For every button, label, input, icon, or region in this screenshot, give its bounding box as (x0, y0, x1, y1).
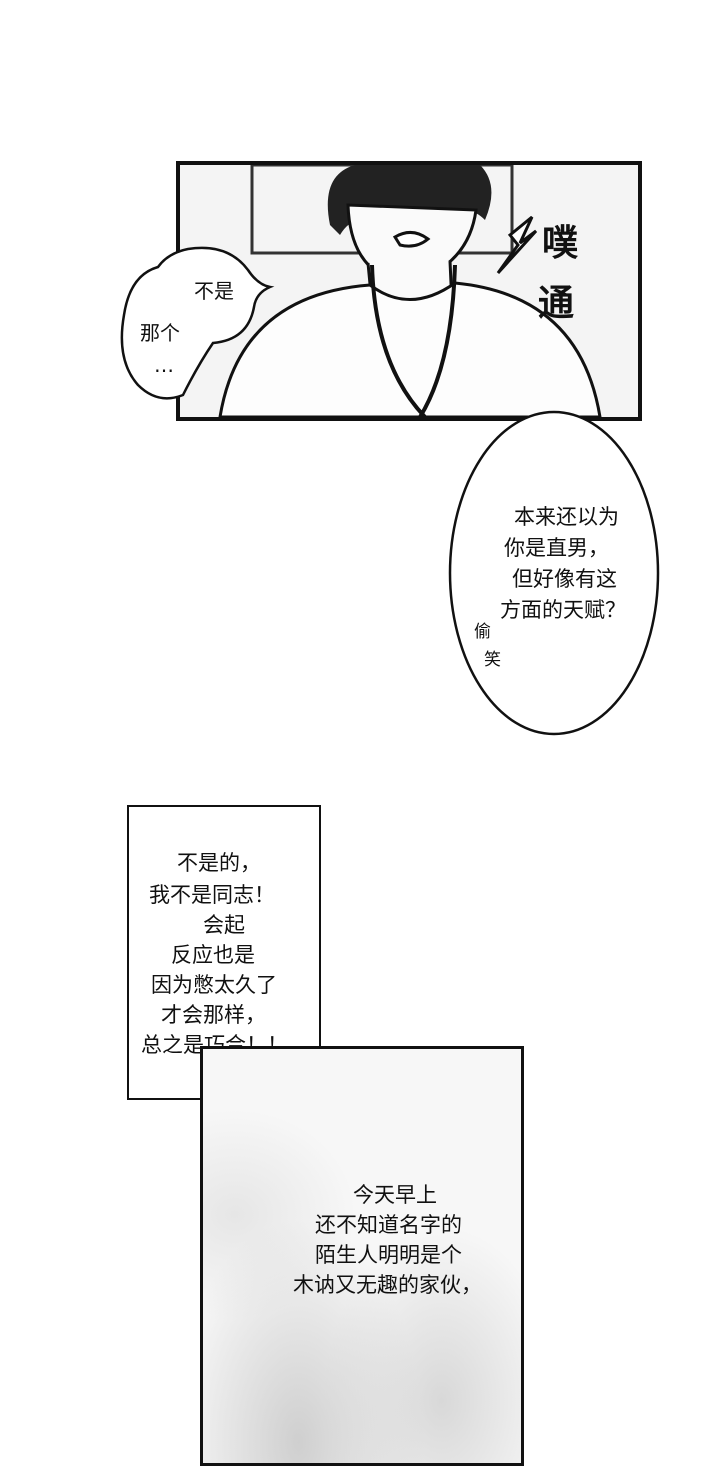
narration-line-1: 今天早上 (353, 1183, 437, 1207)
oval-line-3: 但好像有这 (512, 567, 617, 591)
oval-line-2: 你是直男， (504, 536, 609, 560)
narration-line-3: 陌生人明明是个 (315, 1243, 462, 1267)
sfx-char-2: 通 (538, 283, 575, 324)
speech-line-3: … (154, 353, 174, 377)
side-sfx-1: 偷 (474, 622, 491, 642)
caption-line-2: 我不是同志！ (149, 883, 275, 907)
speech-bubble-oval: 本来还以为 你是直男， 但好像有这 方面的天赋？ 偷 笑 (448, 410, 660, 736)
caption-line-3: 会起 (203, 913, 245, 937)
manga-panel-bottom: 今天早上 还不知道名字的 陌生人明明是个 木讷又无趣的家伙， (200, 1046, 524, 1466)
manga-panel-top (176, 161, 642, 421)
character-illustration (218, 165, 602, 417)
caption-line-5: 因为憋太久了 (151, 973, 277, 997)
oval-line-4: 方面的天赋？ (500, 598, 626, 622)
side-sfx-2: 笑 (484, 650, 501, 670)
speech-line-1: 不是 (194, 279, 234, 303)
caption-line-1: 不是的， (177, 851, 261, 875)
oval-line-1: 本来还以为 (514, 505, 619, 529)
speech-bubble-left: 不是 那个 … (118, 245, 278, 405)
narration-line-2: 还不知道名字的 (315, 1213, 462, 1237)
oval-bubble-outline (448, 410, 660, 736)
caption-line-6: 才会那样， (161, 1003, 266, 1027)
caption-line-4: 反应也是 (171, 943, 255, 967)
speech-line-2: 那个 (140, 321, 180, 345)
speech-bubble-outline (120, 246, 275, 400)
narration-line-4: 木讷又无趣的家伙， (293, 1273, 482, 1297)
sfx-char-1: 噗 (542, 223, 579, 264)
